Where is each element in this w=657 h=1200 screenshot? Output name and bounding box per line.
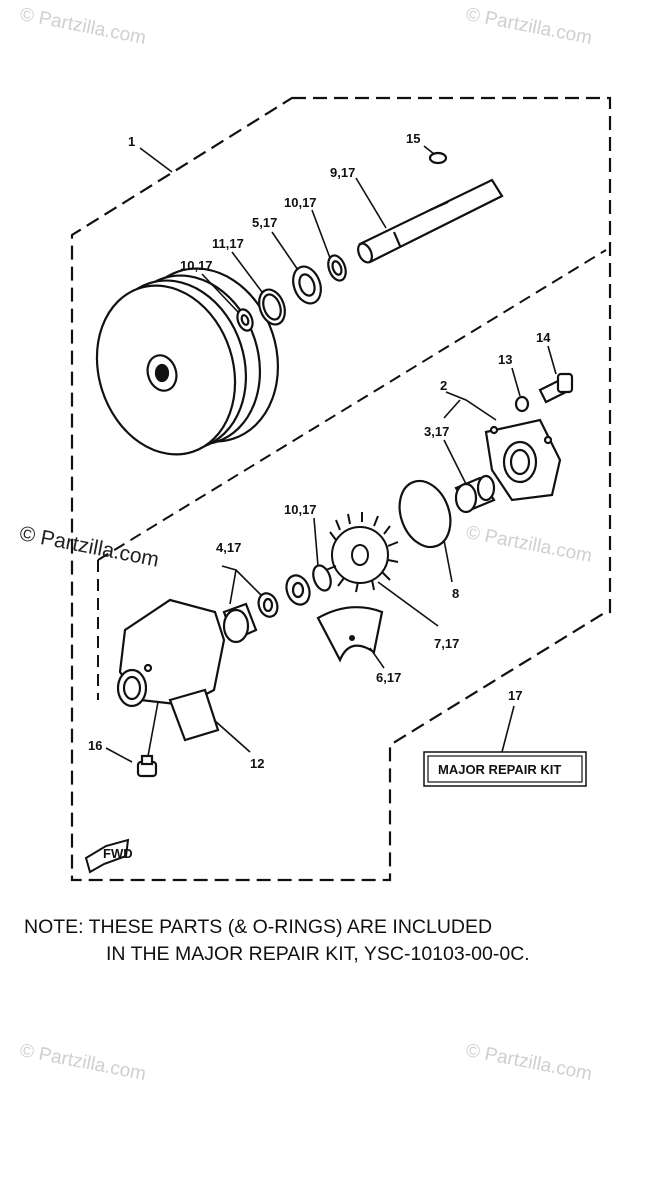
subassembly-divider [97,249,607,561]
callout-9-17: 9,17 [330,165,355,180]
callout-12: 12 [250,756,264,771]
pump-shaft [357,178,504,264]
callout-5-17: 5,17 [252,215,277,230]
callout-10-17-lower: 10,17 [284,502,317,517]
callout-17: 17 [508,688,522,703]
callout-11-17: 11,17 [212,236,244,251]
callout-1: 1 [128,134,135,149]
callout-3-17: 3,17 [424,424,449,439]
forward-arrow-icon: FWD [84,838,133,874]
drain-plug [136,754,158,778]
repair-kit-note: NOTE: THESE PARTS (& O-RINGS) ARE INCLUD… [24,914,654,968]
shaft-seals-bearing [236,254,347,332]
woodruff-key [428,151,448,165]
major-repair-kit-box [423,751,587,787]
callout-10-17-left: 10,17 [180,258,213,273]
callout-2: 2 [440,378,447,393]
callout-8: 8 [452,586,459,601]
callout-13: 13 [498,352,512,367]
leader-lines [105,145,557,763]
callout-10-17-upper: 10,17 [284,195,317,210]
impeller [325,512,399,593]
callout-4-17: 4,17 [216,540,241,555]
major-repair-kit-label: MAJOR REPAIR KIT [438,762,561,777]
housing-bearings [222,574,311,644]
pump-sleeve [454,474,496,514]
note-line-2: IN THE MAJOR REPAIR KIT, YSC-10103-00-0C… [106,943,530,965]
pump-housing [116,598,226,742]
pulley [95,267,280,456]
callout-16: 16 [88,738,102,753]
callout-14: 14 [536,330,551,345]
note-line-1: NOTE: THESE PARTS (& O-RINGS) ARE INCLUD… [24,916,493,938]
fwd-label: FWD [103,846,133,861]
o-ring [398,479,452,549]
callout-15: 15 [406,131,420,146]
pump-cover [484,418,562,502]
assembly-boundary [70,96,612,882]
callout-6-17: 6,17 [376,670,401,685]
cover-bolt [538,372,574,404]
pump-cam [316,606,384,663]
cover-washer [514,395,530,413]
callout-7-17: 7,17 [434,636,459,651]
